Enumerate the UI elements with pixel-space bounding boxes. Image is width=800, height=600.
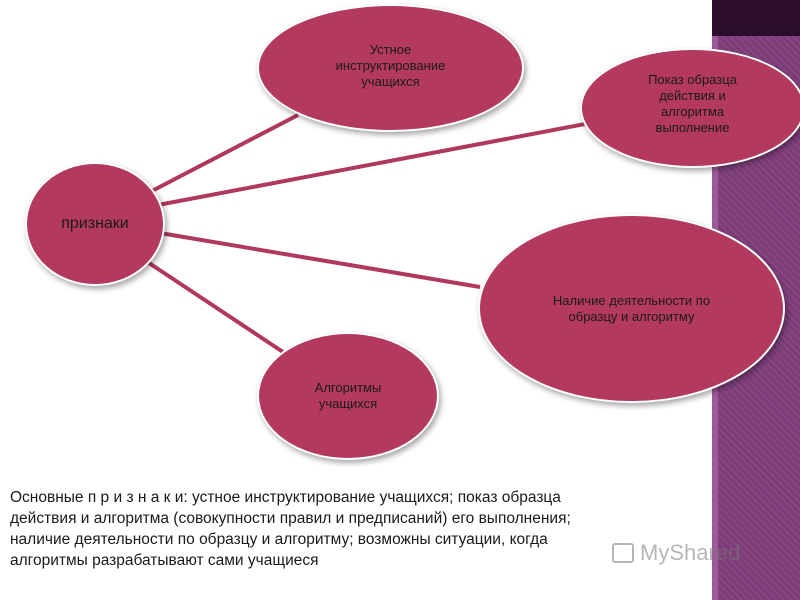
- oral-instruction-label: Устное инструктирование учащихся: [335, 42, 446, 89]
- side-band-top: [712, 0, 800, 36]
- link-to-algorithms: [144, 259, 285, 354]
- center-node-label: признаки: [61, 215, 129, 232]
- demonstration-node: Показ образца действия и алгоритма выпол…: [580, 48, 800, 168]
- cart-icon: [612, 543, 634, 563]
- watermark-text: MyShared: [640, 540, 741, 565]
- activity-node: Наличие деятельности по образцу и алгори…: [478, 214, 785, 403]
- algorithms-label: Алгоритмы учащихся: [314, 380, 382, 411]
- demonstration-label: Показ образца действия и алгоритма выпол…: [648, 72, 737, 135]
- oral-instruction-node: Устное инструктирование учащихся: [257, 4, 524, 132]
- link-to-demo: [157, 122, 586, 207]
- caption-text: Основные п р и з н а к и: устное инструк…: [10, 489, 571, 569]
- algorithms-node: Алгоритмы учащихся: [257, 332, 439, 460]
- watermark: MyShared: [612, 540, 740, 566]
- link-to-activity: [159, 231, 481, 289]
- link-to-oral: [149, 113, 299, 194]
- center-node: признаки: [25, 162, 165, 286]
- activity-label: Наличие деятельности по образцу и алгори…: [552, 292, 711, 324]
